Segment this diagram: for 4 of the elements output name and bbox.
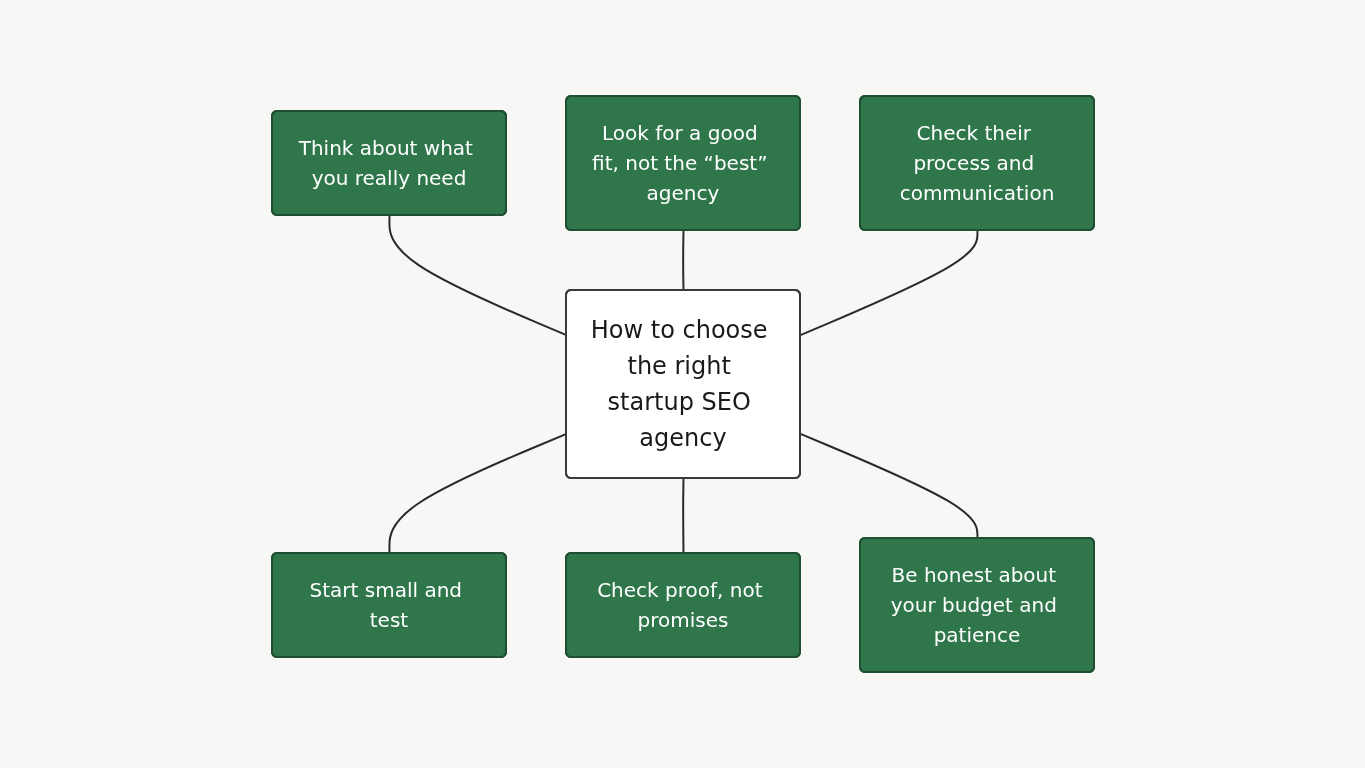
connector bbox=[799, 229, 978, 337]
connector bbox=[681, 229, 684, 292]
connector bbox=[681, 477, 684, 555]
connector bbox=[799, 432, 978, 540]
